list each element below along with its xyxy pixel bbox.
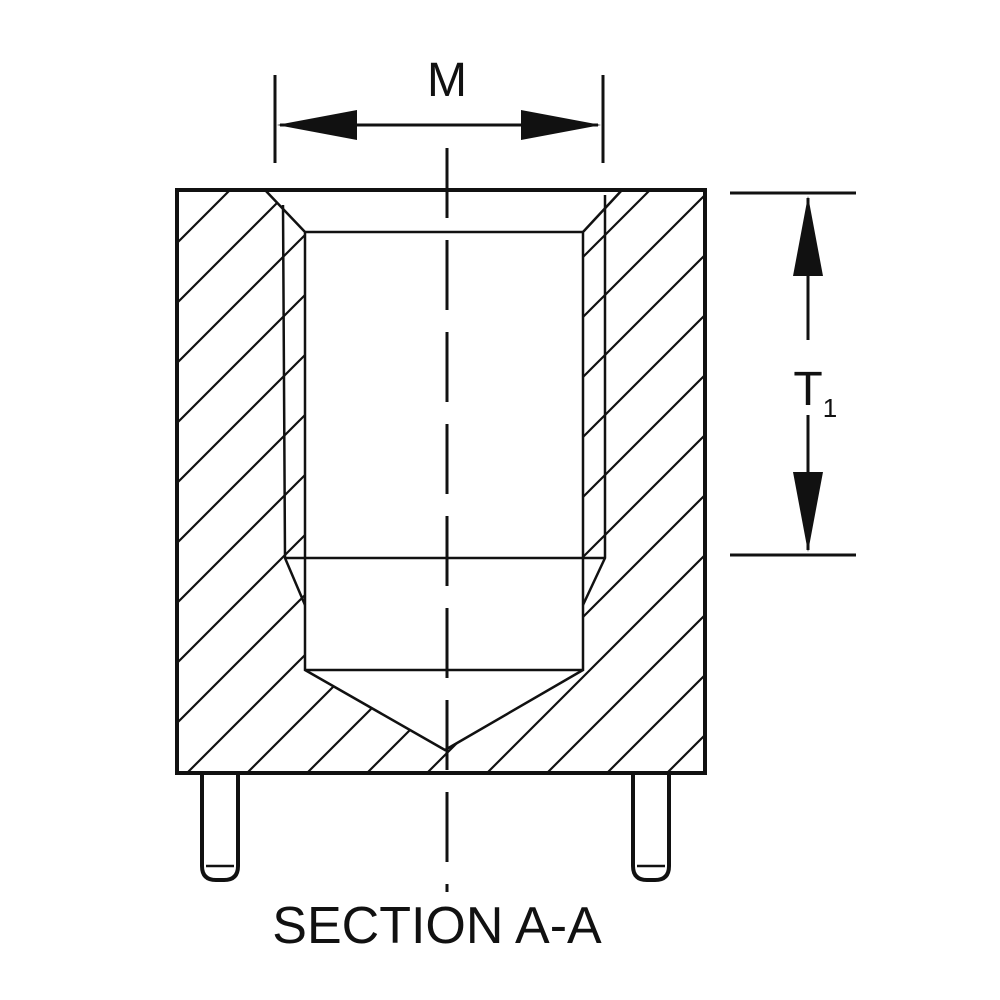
block-outline [175, 188, 707, 775]
dimension-t-subscript: 1 [823, 393, 837, 423]
right-pin [631, 775, 671, 882]
dowel-pins [200, 775, 671, 882]
dimension-t1 [730, 191, 856, 557]
section-hatching [177, 190, 705, 773]
left-pin [200, 775, 240, 882]
dimension-t-label: T [793, 363, 822, 416]
dimension-m [273, 75, 605, 163]
section-label: SECTION A-A [272, 897, 602, 955]
dimension-m-label: M [427, 54, 467, 107]
threaded-hole [264, 189, 623, 752]
